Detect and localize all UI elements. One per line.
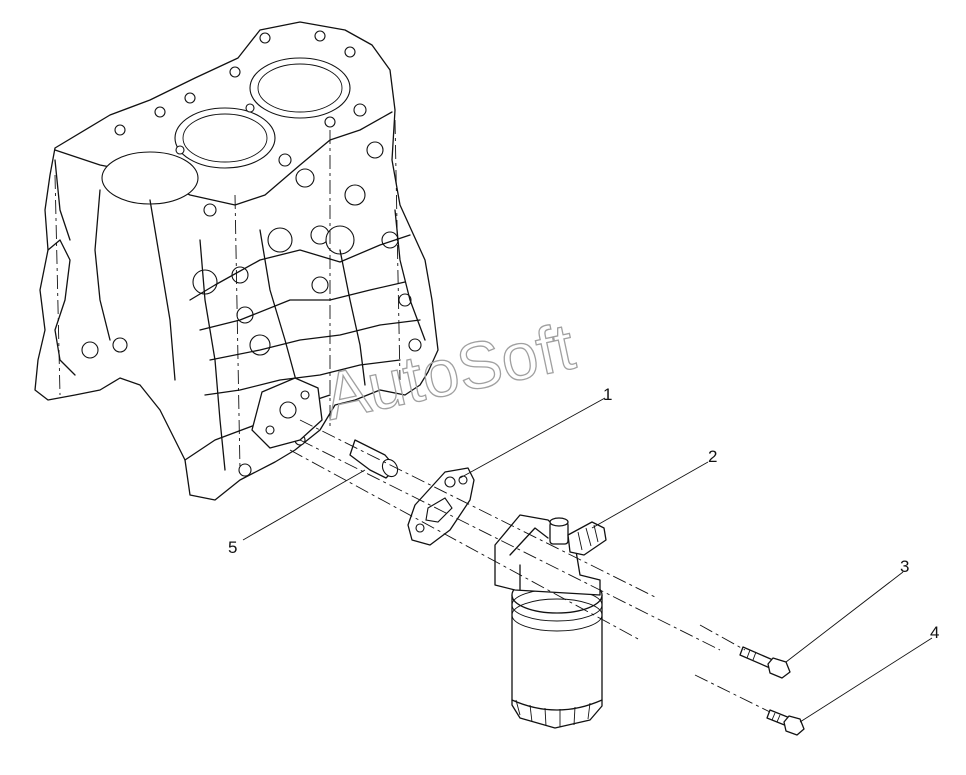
part-1-gasket bbox=[407, 467, 475, 546]
callout-1: 1 bbox=[603, 385, 612, 404]
callout-labels: 1 2 3 4 5 bbox=[228, 385, 939, 642]
leader-5 bbox=[242, 469, 366, 541]
callout-4: 4 bbox=[930, 623, 939, 642]
leader-4 bbox=[799, 637, 933, 723]
part-4-bolt bbox=[766, 709, 805, 736]
leader-3 bbox=[785, 571, 904, 663]
assembly-centerlines bbox=[54, 119, 771, 713]
leader-2 bbox=[591, 461, 709, 529]
leader-lines bbox=[242, 397, 933, 723]
callout-3: 3 bbox=[900, 557, 909, 576]
part-3-bolt bbox=[739, 646, 791, 679]
callout-2: 2 bbox=[708, 447, 717, 466]
leader-1 bbox=[459, 397, 606, 479]
part-2-filter-assembly bbox=[494, 514, 607, 729]
engine-block bbox=[34, 21, 439, 501]
callout-5: 5 bbox=[228, 538, 237, 557]
part-5-sleeve bbox=[349, 439, 399, 479]
